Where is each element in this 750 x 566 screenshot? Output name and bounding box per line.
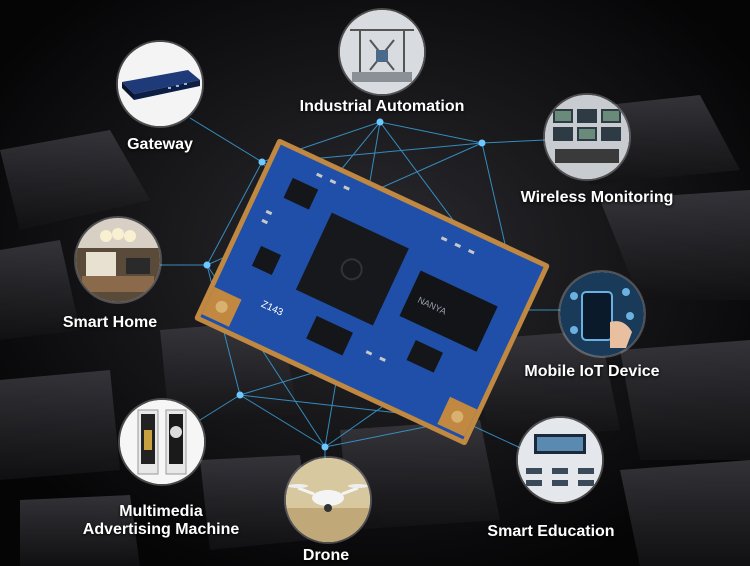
advert-label: Multimedia Advertising Machine <box>83 503 239 539</box>
classroom-icon <box>518 418 602 502</box>
wireless-image <box>545 95 629 179</box>
advert-image <box>120 400 204 484</box>
drone-label: Drone <box>302 547 350 564</box>
education-image <box>518 418 602 502</box>
soc-chip <box>295 212 409 326</box>
advert-label-line1: Multimedia <box>119 503 203 520</box>
mobile-image <box>560 272 644 356</box>
education-label: Smart Education <box>487 523 615 540</box>
industrial-label: Industrial Automation <box>299 98 465 115</box>
mobile-label: Mobile IoT Device <box>524 363 660 380</box>
kiosk-display-icon <box>120 400 204 484</box>
robot-arm-icon <box>340 10 424 94</box>
gateway-device-icon <box>118 42 202 126</box>
home-label: Smart Home <box>62 314 158 331</box>
core-board: Z143 NANYA <box>194 138 550 446</box>
ram-chip <box>399 270 498 352</box>
advert-label-line2: Advertising Machine <box>82 521 240 538</box>
drone-image <box>286 458 370 542</box>
monitor-wall-icon <box>545 95 629 179</box>
wireless-label: Wireless Monitoring <box>520 189 674 206</box>
living-room-icon <box>76 218 160 302</box>
gateway-image <box>118 42 202 126</box>
home-image <box>76 218 160 302</box>
industrial-image <box>340 10 424 94</box>
drone-icon <box>286 458 370 542</box>
smartphone-hand-icon <box>560 272 644 356</box>
gateway-label: Gateway <box>127 136 193 153</box>
